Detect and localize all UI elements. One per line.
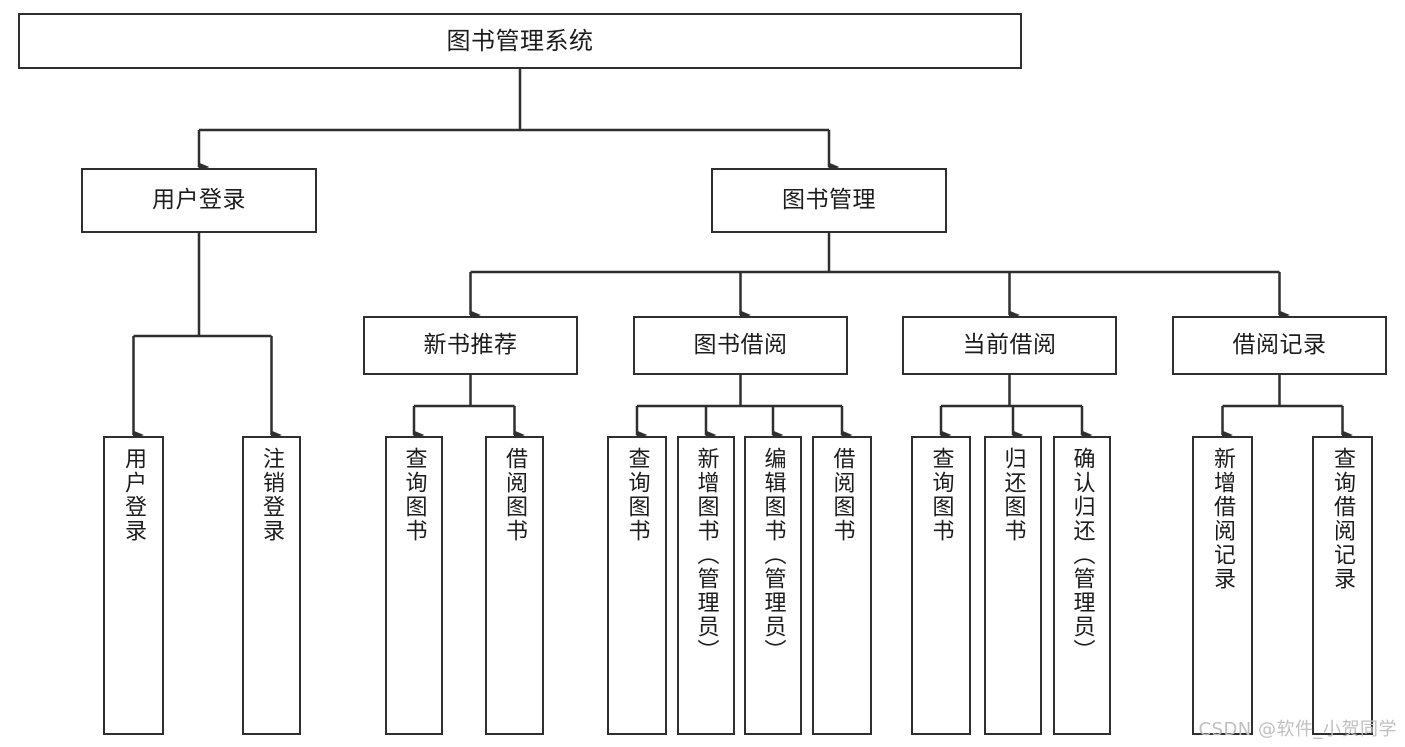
node-leaf-add-record[interactable]: 新增借阅记录 <box>1192 436 1253 735</box>
node-leaf-query-book-2[interactable]: 查询图书 <box>607 436 667 735</box>
node-leaf-add-book[interactable]: 新增图书（管理员） <box>677 436 735 735</box>
node-label: 新增借阅记录 <box>1210 447 1236 591</box>
node-new-book-rec[interactable]: 新书推荐 <box>363 316 578 375</box>
node-label: 用户登录 <box>152 186 246 213</box>
node-label: 用户登录 <box>121 447 147 543</box>
node-label: 注销登录 <box>259 447 285 543</box>
node-label: 确认归还（管理员） <box>1069 447 1095 663</box>
node-current-borrow[interactable]: 当前借阅 <box>902 316 1117 375</box>
node-label: 图书管理系统 <box>446 26 594 55</box>
node-label: 新增图书（管理员） <box>693 447 719 663</box>
node-leaf-query-book-1[interactable]: 查询图书 <box>385 436 443 735</box>
node-leaf-borrow-book-1[interactable]: 借阅图书 <box>485 436 544 735</box>
node-label: 查询图书 <box>928 447 954 543</box>
node-borrow-record[interactable]: 借阅记录 <box>1172 316 1387 375</box>
node-leaf-confirm-return[interactable]: 确认归还（管理员） <box>1053 436 1111 735</box>
node-label: 新书推荐 <box>423 331 518 358</box>
node-user-login[interactable]: 用户登录 <box>81 168 317 233</box>
node-leaf-user-login[interactable]: 用户登录 <box>103 436 164 735</box>
node-leaf-logout[interactable]: 注销登录 <box>242 436 301 735</box>
node-leaf-query-record[interactable]: 查询借阅记录 <box>1312 436 1373 735</box>
connector-lines <box>132 69 1353 440</box>
node-label: 查询图书 <box>401 447 427 543</box>
node-label: 借阅图书 <box>829 447 855 543</box>
node-leaf-query-book-3[interactable]: 查询图书 <box>911 436 971 735</box>
node-label: 编辑图书（管理员） <box>760 447 786 663</box>
node-label: 查询图书 <box>624 447 650 543</box>
node-leaf-return-book[interactable]: 归还图书 <box>984 436 1042 735</box>
node-book-manage[interactable]: 图书管理 <box>711 168 947 233</box>
node-leaf-borrow-book-2[interactable]: 借阅图书 <box>812 436 872 735</box>
node-label: 图书借阅 <box>693 331 788 358</box>
node-label: 查询借阅记录 <box>1330 447 1356 591</box>
node-label: 当前借阅 <box>962 331 1057 358</box>
node-label: 归还图书 <box>1000 447 1026 543</box>
node-book-borrow[interactable]: 图书借阅 <box>633 316 848 375</box>
node-label: 借阅图书 <box>502 447 528 543</box>
node-leaf-edit-book[interactable]: 编辑图书（管理员） <box>744 436 802 735</box>
node-label: 图书管理 <box>782 186 876 213</box>
node-label: 借阅记录 <box>1232 331 1327 358</box>
node-root[interactable]: 图书管理系统 <box>18 13 1022 69</box>
